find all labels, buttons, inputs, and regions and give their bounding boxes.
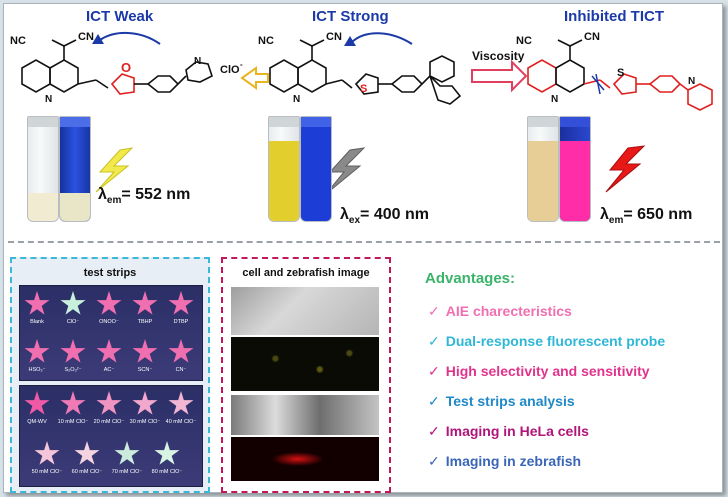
strip-label: 40 mM ClO⁻ bbox=[165, 419, 197, 425]
left-n-atom: N bbox=[45, 94, 52, 105]
yellow-lightning-icon bbox=[95, 147, 134, 193]
left-o-atom: O bbox=[121, 60, 131, 75]
cell-fluorescence-image bbox=[231, 337, 379, 391]
viscosity-arrow bbox=[471, 59, 528, 93]
lambda-ex-400: λex= 400 nm bbox=[340, 206, 429, 226]
viscosity-label: Viscosity bbox=[472, 49, 525, 63]
left-carbazole-n: N bbox=[194, 56, 201, 67]
check-icon: ✓ bbox=[428, 393, 440, 409]
ict-weak-title: ICT Weak bbox=[86, 8, 154, 25]
strip-label: 80 mM ClO⁻ bbox=[151, 469, 183, 475]
strip-label: HSO₃⁻ bbox=[28, 367, 46, 373]
inhibited-tict-title: Inhibited TICT bbox=[564, 8, 664, 25]
advantage-item: ✓ Imaging in HeLa cells bbox=[428, 423, 589, 440]
red-lightning-icon bbox=[605, 145, 646, 193]
right-molecule bbox=[527, 39, 713, 111]
imaging-panel: cell and zebrafish image bbox=[221, 257, 391, 493]
strip-label: 30 mM ClO⁻ bbox=[129, 419, 161, 425]
left-molecule bbox=[21, 39, 213, 95]
mid-n-atom: N bbox=[293, 94, 300, 105]
ict-weak-arrowhead bbox=[92, 34, 104, 44]
ict-weak-arrow bbox=[99, 31, 161, 45]
imaging-title: cell and zebrafish image bbox=[242, 267, 370, 279]
strip-label: 10 mM ClO⁻ bbox=[57, 419, 89, 425]
left-nc-label: NC bbox=[10, 35, 26, 47]
vial-tan-right bbox=[527, 116, 559, 222]
zebrafish-fluorescence-image bbox=[231, 437, 379, 481]
left-cn-label: CN bbox=[78, 31, 94, 43]
ict-strong-arrow bbox=[351, 32, 413, 45]
check-icon: ✓ bbox=[428, 453, 440, 469]
test-strips-title: test strips bbox=[83, 267, 137, 279]
advantage-item: ✓ Test strips analysis bbox=[428, 393, 575, 410]
strip-label: ONOO⁻ bbox=[99, 319, 119, 325]
strip-label: DTBP bbox=[173, 319, 189, 325]
vial-pink-right bbox=[559, 116, 591, 222]
right-cn-label: CN bbox=[584, 31, 600, 43]
advantage-item: ✓ Dual-response fluorescent probe bbox=[428, 333, 665, 350]
vial-yellow-mid bbox=[268, 116, 300, 222]
strip-label: Blank bbox=[30, 319, 44, 325]
gray-lightning-icon bbox=[325, 147, 366, 195]
strip-label: SCN⁻ bbox=[137, 367, 153, 373]
check-icon: ✓ bbox=[428, 423, 440, 439]
mid-s-atom: S bbox=[360, 83, 367, 95]
strip-label: AC⁻ bbox=[103, 367, 115, 373]
strip-label: 60 mM ClO⁻ bbox=[71, 469, 103, 475]
right-nc-label: NC bbox=[516, 35, 532, 47]
advantage-text: Dual-response fluorescent probe bbox=[445, 333, 666, 349]
clo-sup: - bbox=[240, 60, 243, 69]
strip-label: 20 mM ClO⁻ bbox=[93, 419, 125, 425]
section-divider bbox=[8, 241, 720, 243]
test-strips-panel: test strips Blank ClO⁻ ONOO⁻ TBHP DTBP HSO₃⁻ S… bbox=[10, 257, 210, 493]
cell-brightfield-image bbox=[231, 287, 379, 335]
strip-label: 50 mM ClO⁻ bbox=[31, 469, 63, 475]
advantages-title: Advantages: bbox=[425, 270, 516, 287]
advantage-item: ✓ High selectivity and sensitivity bbox=[428, 363, 650, 380]
ict-strong-arrowhead bbox=[344, 36, 356, 46]
advantage-item: ✓ AIE charecteristics bbox=[428, 303, 572, 320]
check-icon: ✓ bbox=[428, 363, 440, 379]
ict-strong-title: ICT Strong bbox=[312, 8, 389, 25]
check-icon: ✓ bbox=[428, 333, 440, 349]
strip-label: S₂O₃²⁻ bbox=[64, 367, 82, 373]
lambda-em-552: λem= 552 nm bbox=[98, 186, 191, 206]
vial-blue-left bbox=[59, 116, 91, 222]
mid-nc-label: NC bbox=[258, 35, 274, 47]
clo-arrow bbox=[240, 66, 269, 90]
vial-blue-mid bbox=[300, 116, 332, 222]
molecule-scheme: NC CN O N N ClO - NC CN S N Viscosity bbox=[10, 31, 713, 195]
zebrafish-brightfield-image bbox=[231, 395, 379, 435]
advantage-text: AIE charecteristics bbox=[445, 303, 572, 319]
right-n-atom: N bbox=[551, 94, 558, 105]
advantage-item: ✓ Imaging in zebrafish bbox=[428, 453, 581, 470]
check-icon: ✓ bbox=[428, 303, 440, 319]
advantage-text: Imaging in zebrafish bbox=[445, 453, 582, 469]
strip-label: QM-WV bbox=[27, 419, 47, 425]
strip-label: ClO⁻ bbox=[66, 319, 80, 325]
clo-label: ClO bbox=[220, 64, 240, 76]
strip-label: TBHP bbox=[137, 319, 153, 325]
strip-label: 70 mM ClO⁻ bbox=[111, 469, 143, 475]
middle-molecule bbox=[269, 39, 462, 105]
vial-blank-left bbox=[27, 116, 59, 222]
advantage-text: High selectivity and sensitivity bbox=[445, 363, 650, 379]
advantage-text: Imaging in HeLa cells bbox=[445, 423, 589, 439]
advantage-text: Test strips analysis bbox=[445, 393, 575, 409]
strip-label: CN⁻ bbox=[175, 367, 187, 373]
right-s-atom: S bbox=[617, 67, 624, 79]
mid-cn-label: CN bbox=[326, 31, 342, 43]
lambda-em-650: λem= 650 nm bbox=[600, 206, 693, 226]
right-carbazole-n: N bbox=[688, 76, 695, 87]
